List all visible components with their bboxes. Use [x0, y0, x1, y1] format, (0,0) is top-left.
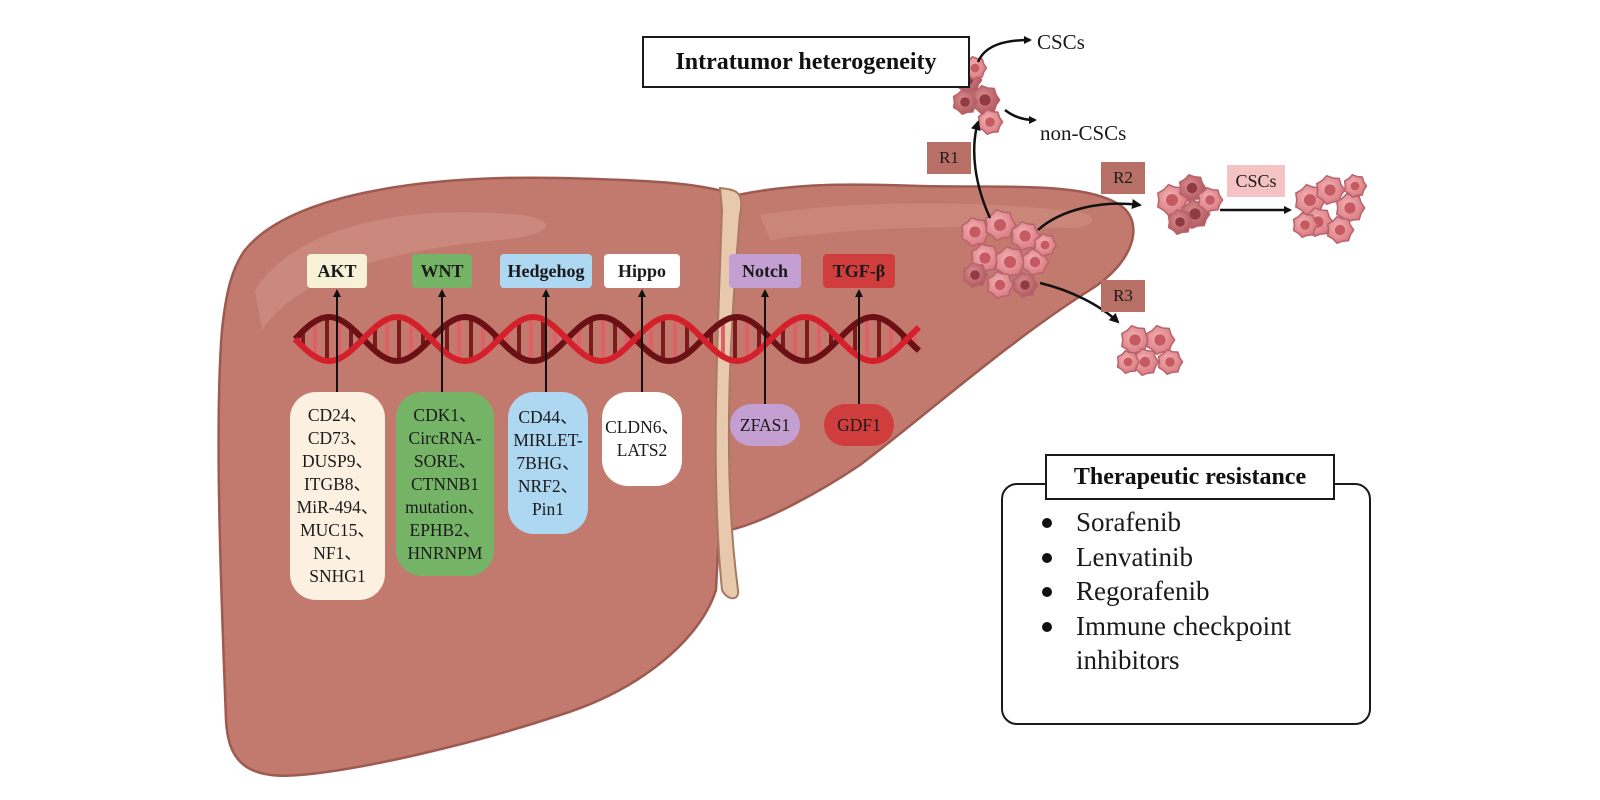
gene-name: SORE、 — [413, 450, 477, 471]
cell-nucleus — [1019, 230, 1031, 242]
arrow-r1 — [970, 120, 992, 219]
drug-item: Sorafenib — [1040, 505, 1376, 540]
cell-cluster-r2 — [1156, 173, 1224, 236]
gene-name: NF1、 — [313, 543, 362, 563]
dna-strand-dark — [292, 313, 922, 365]
dna-helix — [292, 313, 922, 365]
cell-nucleus — [1139, 356, 1151, 368]
cell-nucleus — [1205, 195, 1215, 205]
cell-cluster-cscs — [1292, 173, 1368, 245]
arrow-r3 — [1039, 281, 1120, 324]
gene-name: EPHB2、 — [409, 519, 481, 540]
cell-nucleus — [1165, 357, 1175, 367]
non-cscs-label: non-CSCs — [1040, 121, 1127, 145]
cell-nucleus — [979, 252, 991, 264]
route-label-r3: R3 — [1101, 280, 1145, 312]
drug-item: Regorafenib — [1040, 574, 1376, 609]
pathway-akt: AKT — [307, 254, 367, 288]
cell-nucleus — [960, 97, 970, 107]
cell-nucleus — [1324, 184, 1336, 196]
route-arrows — [970, 36, 1292, 324]
pathway-hippo: Hippo — [604, 254, 680, 288]
pathway-arrows — [333, 289, 863, 404]
gene-name: CDK1、 — [413, 404, 477, 425]
gene-name: SNHG1 — [309, 566, 366, 586]
gene-name: HNRNPM — [407, 542, 483, 563]
cell-nucleus — [994, 219, 1006, 231]
falciform-ligament — [714, 186, 743, 600]
cell-nucleus — [1304, 194, 1316, 206]
tumor-cells — [952, 55, 1368, 377]
gene-list-akt: CD24、 CD73、 DUSP9、 ITGB8、 MiR-494、 MUC15、 NF1、… — [290, 392, 385, 600]
gene-name: 7BHG、 — [516, 452, 580, 473]
gene-name: MiR-494、 — [296, 497, 379, 517]
gene-name: NRF2、 — [517, 475, 579, 496]
therapeutic-resistance-list: Sorafenib Lenvatinib Regorafenib Immune … — [1040, 505, 1376, 678]
cell-nucleus — [994, 279, 1006, 291]
cell-nucleus — [1020, 280, 1030, 290]
cell-cluster-primary — [960, 208, 1058, 300]
cell-nucleus — [985, 117, 995, 127]
cell-nucleus — [1004, 256, 1016, 268]
intratumor-heterogeneity-title: Intratumor heterogeneity — [642, 36, 970, 88]
gene-name: CD73、 — [307, 428, 368, 448]
therapeutic-resistance-panel — [1001, 483, 1371, 725]
gene-name: CD44、 — [518, 406, 578, 427]
cscs-label-top: CSCs — [1037, 30, 1085, 54]
cell-nucleus — [1166, 194, 1178, 206]
route-label-r2: R2 — [1101, 162, 1145, 194]
cell-nucleus — [1129, 334, 1141, 346]
cell-nucleus — [1154, 334, 1166, 346]
gene-name: CircRNA- — [408, 427, 482, 448]
pathway-wnt: WNT — [412, 254, 472, 288]
gene-name: MUC15、 — [300, 520, 375, 540]
cell-nucleus — [970, 63, 980, 73]
therapeutic-resistance-title: Therapeutic resistance — [1045, 454, 1335, 500]
gene-list-hedgehog: CD44、MIRLET-7BHG、NRF2、Pin1 — [508, 392, 588, 534]
drug-item: Lenvatinib — [1040, 540, 1376, 575]
dna-strand-light — [292, 313, 922, 365]
arrow-to-non-cscs — [1004, 109, 1037, 124]
arrow-r2 — [1037, 199, 1142, 231]
gene-name: MIRLET- — [513, 429, 583, 450]
cell-nucleus — [1189, 208, 1201, 220]
gene-list-notch: ZFAS1 — [730, 404, 800, 446]
gene-list-tgf: GDF1 — [824, 404, 894, 446]
cell-nucleus — [1029, 256, 1041, 268]
pathway-notch: Notch — [729, 254, 801, 288]
gene-name: LATS2 — [616, 440, 668, 460]
gene-list-hippo: CLDN6、 LATS2 — [602, 392, 682, 486]
cell-nucleus — [979, 94, 991, 106]
pathway-hedgehog: Hedgehog — [500, 254, 592, 288]
gene-name: GDF1 — [837, 414, 881, 435]
cell-nucleus — [1040, 240, 1050, 250]
cell-nucleus — [1175, 217, 1185, 227]
cell-nucleus — [1123, 357, 1133, 367]
gene-name: CD24、 — [307, 405, 368, 425]
cell-nucleus — [969, 226, 981, 238]
cell-cluster-r3 — [1116, 324, 1184, 377]
gene-name: CLDN6、 — [605, 417, 679, 437]
cell-nucleus — [1334, 224, 1346, 236]
drug-item: Immune checkpoint inhibitors — [1040, 609, 1376, 678]
gene-name: CTNNB1 — [410, 473, 480, 494]
gene-name: mutation、 — [405, 496, 485, 517]
gene-name: ZFAS1 — [739, 414, 791, 435]
arrow-to-cscs-top — [976, 36, 1032, 63]
route-label-r1: R1 — [927, 142, 971, 174]
pathway-tgf: TGF-β — [823, 254, 895, 288]
liver-highlight — [255, 212, 547, 330]
gene-name: DUSP9、 — [302, 451, 373, 471]
cell-cluster-top — [952, 55, 1004, 136]
cscs-label-r2: CSCs — [1227, 165, 1285, 197]
cell-nucleus — [1300, 220, 1310, 230]
cell-nucleus — [970, 270, 980, 280]
cell-nucleus — [1344, 202, 1356, 214]
cell-nucleus — [1350, 181, 1360, 191]
cell-nucleus — [1186, 182, 1198, 194]
gene-name: ITGB8、 — [303, 474, 372, 494]
gene-name: Pin1 — [531, 498, 565, 519]
